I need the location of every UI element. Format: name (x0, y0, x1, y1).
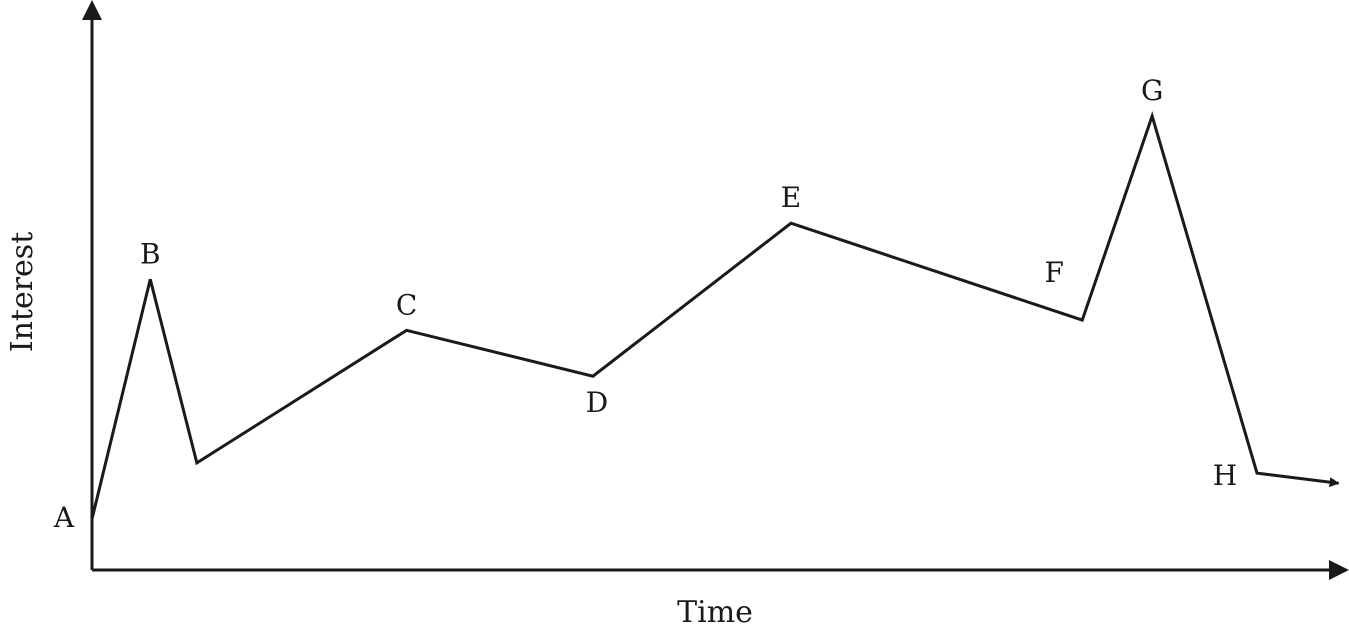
point-label-h: H (1213, 459, 1237, 492)
y-axis-arrow (82, 0, 102, 20)
point-label-c: C (396, 288, 417, 321)
point-label-d: D (586, 386, 608, 419)
point-label-g: G (1141, 74, 1163, 107)
interest-series-line (90, 111, 1340, 520)
point-label-b: B (140, 237, 161, 270)
x-axis-title: Time (677, 595, 753, 630)
point-label-e: E (781, 181, 801, 214)
point-label-f: F (1045, 256, 1064, 289)
x-axis-arrow (1329, 560, 1349, 580)
y-axis-title: Interest (5, 232, 40, 353)
point-labels: A B C D E F G H (53, 74, 1237, 534)
point-label-a: A (53, 501, 75, 534)
